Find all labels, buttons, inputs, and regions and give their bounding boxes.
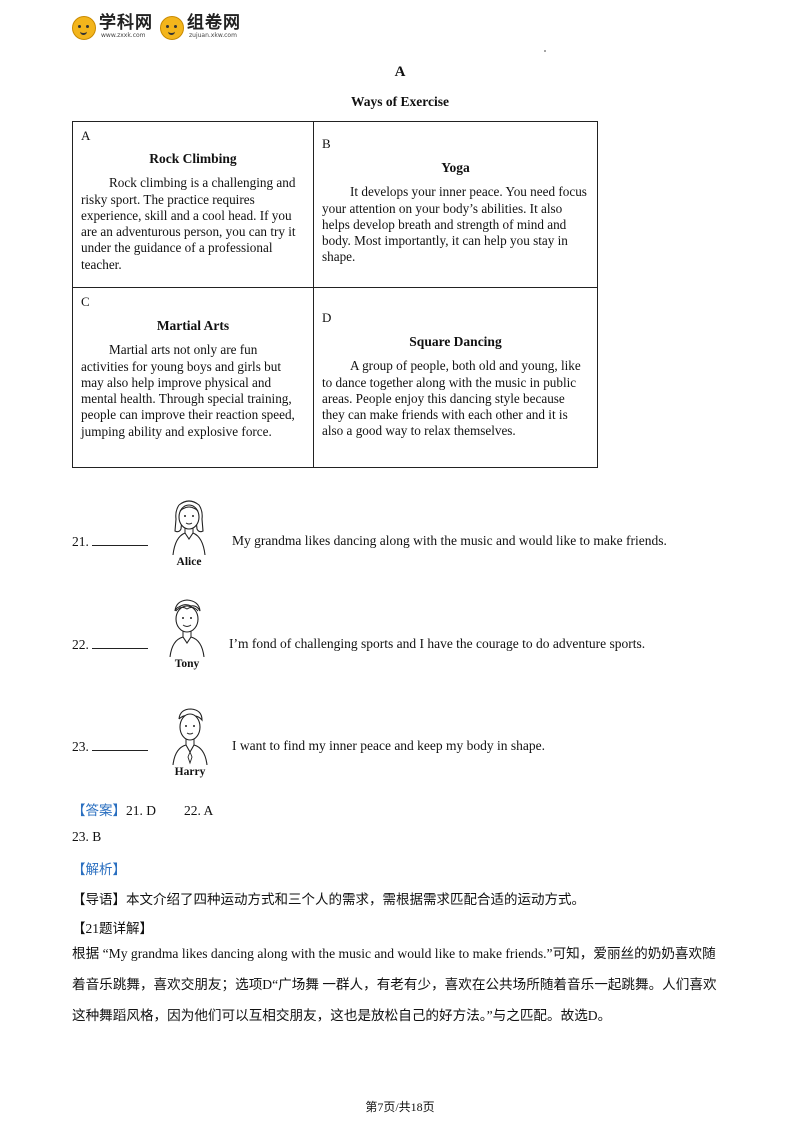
table-title: Ways of Exercise <box>351 94 449 109</box>
cell-title: Rock Climbing <box>149 151 237 166</box>
question-number: 21. <box>72 534 89 549</box>
question-number: 22. <box>72 637 89 652</box>
cell-description: Rock climbing is a challenging and risky… <box>81 175 296 272</box>
question-23: 23. <box>72 738 148 755</box>
exercise-table: A Rock Climbing Rock climbing is a chall… <box>72 121 598 468</box>
cell-title: Yoga <box>441 160 470 175</box>
alice-portrait: Alice <box>163 497 215 568</box>
exercise-cell-a: A Rock Climbing Rock climbing is a chall… <box>73 122 313 287</box>
answer-21: 21. D <box>126 803 156 818</box>
question-21: 21. <box>72 533 148 550</box>
girl-portrait-icon <box>172 500 206 555</box>
logo-name: 学科网 <box>99 13 153 33</box>
smiley-logo-icon <box>160 16 184 40</box>
answer-23: 23. B <box>72 829 102 844</box>
exercise-cell-d: D Square Dancing A group of people, both… <box>314 288 597 468</box>
question-number: 23. <box>72 739 89 754</box>
xuekewang-logo: 学科网 www.zxxk.com <box>72 14 153 44</box>
boy-portrait-icon <box>169 599 205 657</box>
logo-url: www.zxxk.com <box>101 32 146 39</box>
page-footer: 第7页/共18页 <box>365 1100 435 1114</box>
smiley-logo-icon <box>72 16 96 40</box>
boy-portrait-icon <box>172 708 208 765</box>
cell-letter: D <box>322 310 332 325</box>
logo-name: 组卷网 <box>187 13 241 33</box>
guide-text: 本文介绍了四种运动方式和三个人的需求，需根据需求匹配合适的运动方式。 <box>126 892 585 907</box>
table-divider-horizontal <box>73 287 597 289</box>
answer-line-1: 【答案】21. D 22. A <box>72 799 213 819</box>
answer-blank[interactable] <box>91 636 148 649</box>
question-text: I want to find my inner peace and keep m… <box>232 738 546 753</box>
detail-label: 【21题详解】 <box>72 921 153 936</box>
guide-label: 【导语】 <box>72 892 126 907</box>
harry-portrait: Harry <box>164 705 216 778</box>
tony-portrait: Tony <box>161 597 213 670</box>
person-name: Harry <box>174 766 206 778</box>
question-22: 22. <box>72 636 148 653</box>
exercise-cell-c: C Martial Arts Martial arts not only are… <box>73 288 313 468</box>
answer-blank[interactable] <box>91 533 148 546</box>
question-text: My grandma likes dancing along with the … <box>232 533 667 548</box>
answer-label: 【答案】 <box>72 803 126 818</box>
cell-letter: C <box>81 294 90 309</box>
cell-letter: B <box>322 136 331 151</box>
answer-blank[interactable] <box>91 738 148 751</box>
stray-dot <box>544 50 546 52</box>
section-letter: A <box>394 64 406 80</box>
person-name: Alice <box>176 556 202 568</box>
cell-title: Square Dancing <box>409 334 502 349</box>
cell-title: Martial Arts <box>156 318 230 333</box>
cell-description: A group of people, both old and young, l… <box>322 358 581 439</box>
analysis-label: 【解析】 <box>72 862 126 877</box>
zujuanwang-logo: 组卷网 zujuan.xkw.com <box>160 14 241 44</box>
question-text: I’m fond of challenging sports and I hav… <box>229 636 646 651</box>
person-name: Tony <box>174 658 200 670</box>
cell-letter: A <box>81 128 91 143</box>
exercise-cell-b: B Yoga It develops your inner peace. You… <box>314 122 597 287</box>
cell-description: It develops your inner peace. You need f… <box>322 184 587 265</box>
cell-description: Martial arts not only are fun activities… <box>81 342 295 439</box>
answer-22: 22. A <box>184 803 214 818</box>
guide-line: 【导语】本文介绍了四种运动方式和三个人的需求，需根据需求匹配合适的运动方式。 <box>72 888 585 908</box>
detail-text: 根据 “My grandma likes dancing along with … <box>72 946 717 1023</box>
table-divider-vertical <box>313 122 315 467</box>
logo-url: zujuan.xkw.com <box>189 32 237 39</box>
